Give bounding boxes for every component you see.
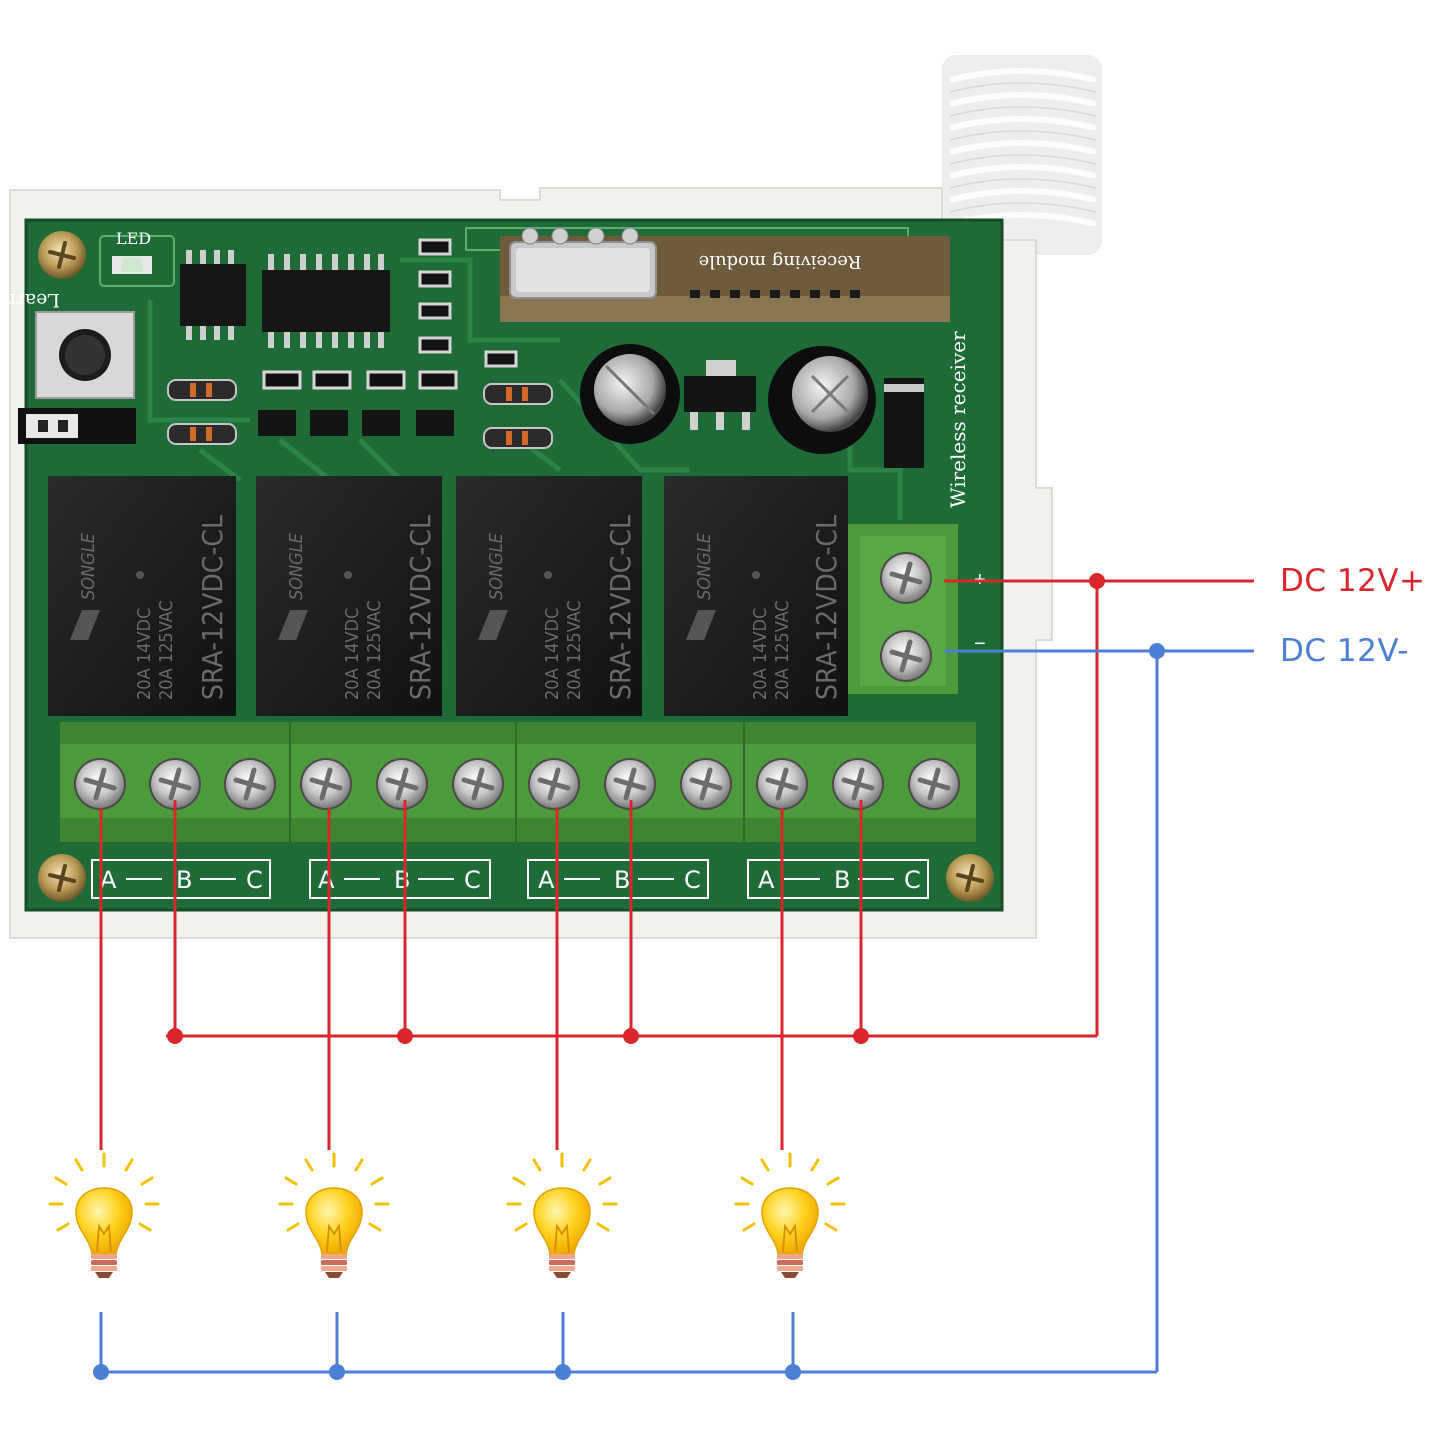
light-bulb-icon	[48, 1152, 160, 1280]
light-bulb-icon	[506, 1152, 618, 1280]
relay-brand: SONGLE	[694, 532, 715, 600]
relay-model: SRA-12VDC-CL	[810, 515, 843, 700]
channel-1-b: B	[176, 866, 192, 894]
relay-rating-dc: 20A 14VDC	[342, 608, 363, 700]
dc-positive-label: DC 12V+	[1280, 563, 1426, 599]
ic-chip-2	[262, 254, 390, 348]
channel-4-c: C	[904, 866, 921, 894]
channel-4-a: A	[758, 866, 775, 894]
mounting-screw-bottom-left	[38, 854, 86, 902]
module-label: Receiving module	[699, 251, 862, 272]
learn-label: Learn	[3, 289, 60, 311]
light-bulb-icon	[734, 1152, 846, 1280]
ic-chip-1	[180, 250, 246, 340]
channel-2-c: C	[464, 866, 481, 894]
channel-3-c: C	[684, 866, 701, 894]
learn-button[interactable]	[35, 311, 135, 399]
relay-model: SRA-12VDC-CL	[196, 515, 229, 700]
voltage-regulator	[684, 360, 756, 430]
relay-3: SONGLE 20A 14VDC 20A 125VAC SRA-12VDC-CL	[456, 476, 642, 716]
relay-rating-dc: 20A 14VDC	[134, 608, 155, 700]
power-diode	[884, 378, 924, 468]
channel-2-b: B	[394, 866, 410, 894]
capacitor-1	[580, 344, 680, 444]
capacitor-2	[768, 346, 876, 454]
relay-rating-ac: 20A 125VAC	[564, 600, 585, 700]
dc-negative-label: DC 12V-	[1280, 633, 1409, 669]
relay-model: SRA-12VDC-CL	[604, 515, 637, 700]
power-terminal-screw-negative[interactable]	[880, 630, 932, 682]
relay-1: SONGLE 20A 14VDC 20A 125VAC SRA-12VDC-CL	[48, 476, 236, 716]
status-led	[112, 256, 152, 274]
relay-rating-dc: 20A 14VDC	[542, 608, 563, 700]
negative-wiring	[99, 649, 1254, 1374]
jumper[interactable]	[18, 408, 136, 444]
channel-1-a: A	[100, 866, 117, 894]
channel-3-b: B	[614, 866, 630, 894]
negative-junctions	[93, 643, 1165, 1380]
relay-rating-ac: 20A 125VAC	[772, 600, 793, 700]
antenna-coil	[942, 55, 1102, 255]
relay-4: SONGLE 20A 14VDC 20A 125VAC SRA-12VDC-CL	[664, 476, 848, 716]
channel-4-b: B	[834, 866, 850, 894]
mounting-screw-bottom-right	[946, 854, 994, 902]
relay-model: SRA-12VDC-CL	[404, 515, 437, 700]
relay-rating-ac: 20A 125VAC	[156, 600, 177, 700]
output-terminal-strip	[60, 722, 976, 842]
led-label: LED	[116, 229, 151, 248]
relay-rating-ac: 20A 125VAC	[364, 600, 385, 700]
channel-1-c: C	[246, 866, 263, 894]
transistors	[258, 410, 454, 436]
light-bulb-icon	[278, 1152, 390, 1280]
minus-mark: −	[974, 633, 986, 655]
receiving-module	[500, 227, 950, 322]
relay-brand: SONGLE	[78, 532, 99, 600]
power-terminal-screw-positive[interactable]	[880, 552, 932, 604]
relay-rating-dc: 20A 14VDC	[750, 608, 771, 700]
mounting-screw-top-left	[38, 231, 86, 279]
channel-2-a: A	[318, 866, 335, 894]
channel-label-boxes	[91, 859, 929, 899]
diodes	[167, 379, 553, 449]
relay-brand: SONGLE	[486, 532, 507, 600]
positive-junctions	[167, 573, 1105, 1044]
channel-3-a: A	[538, 866, 555, 894]
power-terminal-block	[848, 524, 958, 694]
relay-2: SONGLE 20A 14VDC 20A 125VAC SRA-12VDC-CL	[256, 476, 442, 716]
smd-resistors	[262, 238, 518, 390]
wireless-label: Wireless receiver	[946, 331, 970, 508]
relay-brand: SONGLE	[286, 532, 307, 600]
